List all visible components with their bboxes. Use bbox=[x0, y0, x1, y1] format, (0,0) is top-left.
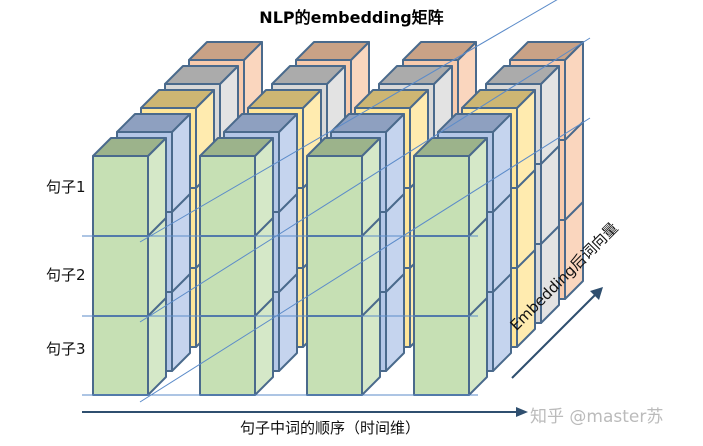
row-divider bbox=[516, 249, 536, 269]
row-divider bbox=[147, 297, 167, 317]
row-label-sentence-2: 句子2 bbox=[46, 266, 86, 284]
row-divider bbox=[468, 217, 488, 237]
row-divider bbox=[468, 297, 488, 317]
row-divider bbox=[385, 273, 405, 293]
row-divider bbox=[147, 217, 167, 237]
column-front-face bbox=[92, 155, 149, 396]
row-divider bbox=[564, 201, 584, 221]
z-axis-line bbox=[511, 291, 599, 379]
z-axis-arrowhead bbox=[590, 287, 603, 300]
x-axis-arrowhead bbox=[516, 407, 528, 417]
depth-grid-line bbox=[139, 37, 591, 323]
row-divider bbox=[540, 145, 560, 165]
row-divider bbox=[385, 193, 405, 213]
row-divider bbox=[540, 225, 560, 245]
column-side-face bbox=[385, 113, 405, 372]
row-label-sentence-1: 句子1 bbox=[46, 178, 86, 196]
row-divider bbox=[361, 297, 381, 317]
depth-grid-line bbox=[139, 117, 591, 403]
column-side-face bbox=[254, 137, 274, 396]
column-side-face bbox=[468, 137, 488, 396]
column-side-face bbox=[171, 113, 191, 372]
watermark: 知乎 @master苏 bbox=[530, 407, 664, 427]
column-front-face bbox=[413, 155, 470, 396]
column-side-face bbox=[147, 137, 167, 396]
depth-grid-line bbox=[139, 0, 558, 243]
x-axis-label: 句子中词的顺序（时间维） bbox=[239, 419, 420, 437]
row-divider bbox=[492, 273, 512, 293]
row-divider bbox=[361, 217, 381, 237]
row-divider bbox=[254, 217, 274, 237]
row-label-sentence-3: 句子3 bbox=[46, 340, 86, 358]
row-divider bbox=[564, 121, 584, 141]
column-front-face bbox=[306, 155, 363, 396]
row-divider bbox=[254, 297, 274, 317]
row-divider bbox=[278, 193, 298, 213]
row-divider bbox=[171, 273, 191, 293]
diagram-title: NLP的embedding矩阵 bbox=[259, 8, 444, 27]
row-divider bbox=[278, 273, 298, 293]
row-divider bbox=[492, 193, 512, 213]
row-divider bbox=[516, 169, 536, 189]
row-divider bbox=[171, 193, 191, 213]
column-side-face bbox=[492, 113, 512, 372]
